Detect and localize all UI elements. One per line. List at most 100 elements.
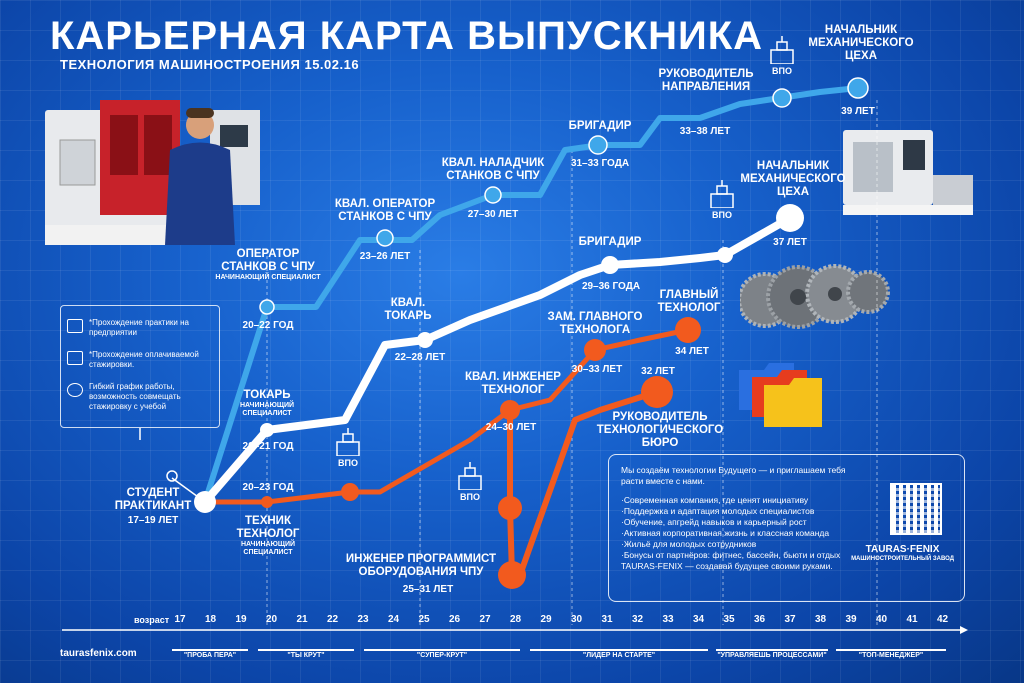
university-icon	[770, 36, 794, 64]
cnc-machine-photo	[843, 130, 973, 215]
blue-node-6-age: 39 ЛЕТ	[841, 106, 875, 117]
cnc-machine-worker-photo	[45, 100, 260, 245]
age-tick: 41	[906, 614, 918, 625]
stage-3: "СУПЕР-КРУТ"	[364, 649, 520, 661]
orange-node-5-age: 25–31 ЛЕТ	[402, 584, 454, 595]
orange-career-line-a	[205, 327, 689, 505]
age-tick: 30	[570, 614, 583, 625]
blue-node-3-label: КВАЛ. НАЛАДЧИК СТАНКОВ С ЧПУ	[441, 157, 545, 182]
age-tick: 39	[845, 614, 857, 625]
page-title: КАРЬЕРНАЯ КАРТА ВЫПУСКНИКА	[50, 14, 764, 58]
info-row-practice: *Прохождение практики на предприятии	[67, 318, 215, 338]
age-tick: 42	[936, 614, 949, 625]
orange-node-1-label: ТЕХНИК ТЕХНОЛОГ НАЧИНАЮЩИЙ СПЕЦИАЛИСТ	[236, 515, 300, 556]
orange-node-4-age: 34 ЛЕТ	[675, 346, 709, 357]
white-node-1-age: 20–21 ГОД	[242, 441, 294, 452]
orange-node-6-age: 32 ЛЕТ	[641, 366, 675, 377]
age-tick: 33	[662, 614, 674, 625]
age-tick: 26	[448, 614, 461, 625]
blue-node-1-age: 20–22 ГОД	[242, 320, 294, 331]
age-tick: 31	[601, 614, 613, 625]
blue-node-2-label: КВАЛ. ОПЕРАТОР СТАНКОВ С ЧПУ	[334, 198, 436, 223]
orange-node-6-label: РУКОВОДИТЕЛЬ ТЕХНОЛОГИЧЕСКОГО БЮРО	[596, 411, 724, 449]
orange-node-3-age: 30–33 ЛЕТ	[571, 364, 623, 375]
age-tick: 38	[814, 614, 827, 625]
age-axis-label: возраст	[134, 615, 170, 625]
orange-node-2-label: КВАЛ. ИНЖЕНЕР ТЕХНОЛОГ	[465, 371, 561, 396]
blue-node-5-label: РУКОВОДИТЕЛЬ НАПРАВЛЕНИЯ	[658, 68, 754, 93]
promo-benefit: ·Бонусы от партнёров: фитнес, бассейн, б…	[621, 550, 841, 572]
promo-benefit: ·Поддержка и адаптация молодых специалис…	[621, 506, 815, 517]
promo-benefit: ·Активная корпоративная жизнь и классная…	[621, 528, 830, 539]
gears-image	[740, 264, 890, 329]
age-tick: 28	[509, 614, 522, 625]
brand-logo: TAURAS·FENIX МАШИНОСТРОИТЕЛЬНЫЙ ЗАВОД	[851, 544, 954, 562]
university-icon	[458, 462, 482, 490]
vpo-marker-2: ВПО	[450, 462, 490, 502]
age-tick: 29	[540, 614, 552, 625]
age-tick: 36	[753, 614, 766, 625]
folders-image	[739, 363, 822, 427]
internship-info-box: *Прохождение практики на предприятии *Пр…	[60, 305, 220, 428]
info-row-flexible-schedule: Гибкий график работы, возможность совмещ…	[67, 382, 215, 412]
white-node-2-age: 22–28 ЛЕТ	[394, 352, 446, 363]
white-node-3-label: БРИГАДИР	[578, 236, 642, 248]
stage-2: "ТЫ КРУТ"	[258, 649, 354, 661]
blue-career-line	[202, 85, 859, 503]
qr-code[interactable]	[890, 483, 942, 535]
blue-node-5-age: 33–38 ЛЕТ	[679, 126, 731, 137]
age-tick: 21	[296, 614, 308, 625]
white-career-line	[201, 214, 792, 505]
blue-node-1-label: ОПЕРАТОР СТАНКОВ С ЧПУ НАЧИНАЮЩИЙ СПЕЦИА…	[215, 248, 321, 281]
promo-benefit: ·Обучение, апгрейд навыков и карьерный р…	[621, 517, 807, 528]
white-node-1-label: ТОКАРЬ НАЧИНАЮЩИЙ СПЕЦИАЛИСТ	[239, 389, 295, 417]
clock-icon	[67, 383, 83, 397]
orange-nodes	[261, 317, 701, 589]
stage-6: "ТОП-МЕНЕДЖЕР"	[836, 649, 946, 661]
white-node-2-label: КВАЛ. ТОКАРЬ	[384, 297, 432, 322]
age-tick: 35	[723, 614, 735, 625]
age-tick: 24	[387, 614, 400, 625]
white-nodes	[194, 204, 804, 513]
age-tick: 37	[784, 614, 796, 625]
white-node-4-age: 37 ЛЕТ	[773, 237, 807, 248]
age-tick: 17	[174, 614, 186, 625]
vpo-marker-3: ВПО	[702, 180, 742, 220]
promo-benefit: ·Современная компания, где ценят инициат…	[621, 495, 809, 506]
orange-node-2-age: 24–30 ЛЕТ	[485, 422, 537, 433]
blue-node-4-age: 31–33 ГОДА	[570, 158, 630, 169]
university-icon	[710, 180, 734, 208]
page-subtitle: ТЕХНОЛОГИЯ МАШИНОСТРОЕНИЯ 15.02.16	[60, 57, 360, 72]
orange-node-4-label: ГЛАВНЫЙ ТЕХНОЛОГ	[657, 289, 721, 314]
orange-node-5-label: ИНЖЕНЕР ПРОГРАММИСТ ОБОРУДОВАНИЯ ЧПУ	[345, 553, 497, 578]
age-tick: 32	[631, 614, 644, 625]
age-tick: 23	[357, 614, 369, 625]
money-icon	[67, 351, 83, 365]
start-node-label: СТУДЕНТ ПРАКТИКАНТ 17–19 ЛЕТ	[114, 487, 192, 526]
stage-4: "ЛИДЕР НА СТАРТЕ"	[530, 649, 708, 661]
age-tick: 19	[235, 614, 247, 625]
website-link[interactable]: taurasfenix.com	[60, 648, 137, 659]
stage-5: "УПРАВЛЯЕШЬ ПРОЦЕССАМИ"	[716, 649, 828, 661]
white-node-4-label: НАЧАЛЬНИК МЕХАНИЧЕСКОГО ЦЕХА	[740, 160, 846, 198]
age-tick: 40	[875, 614, 888, 625]
age-tick: 27	[479, 614, 491, 625]
vpo-marker-1: ВПО	[328, 428, 368, 468]
promo-benefit: ·Жильё для молодых сотрудников	[621, 539, 757, 550]
promo-intro: Мы создаём технологии Будущего — и пригл…	[621, 465, 846, 487]
age-tick: 20	[265, 614, 278, 625]
promo-benefits-list: ·Современная компания, где ценят инициат…	[621, 495, 952, 572]
info-row-paid-internship: *Прохождение оплачиваемой стажировки.	[67, 350, 215, 370]
blue-node-2-age: 23–26 ЛЕТ	[359, 251, 411, 262]
age-tick: 34	[692, 614, 705, 625]
age-tick: 22	[326, 614, 339, 625]
university-icon	[336, 428, 360, 456]
company-promo-box: Мы создаём технологии Будущего — и пригл…	[608, 454, 965, 602]
blue-nodes	[259, 77, 869, 315]
age-tick: 25	[418, 614, 430, 625]
blue-node-4-label: БРИГАДИР	[568, 120, 632, 132]
orange-node-3-label: ЗАМ. ГЛАВНОГО ТЕХНОЛОГА	[547, 311, 643, 336]
white-node-3-age: 29–36 ГОДА	[581, 281, 641, 292]
blue-node-3-age: 27–30 ЛЕТ	[467, 209, 519, 220]
